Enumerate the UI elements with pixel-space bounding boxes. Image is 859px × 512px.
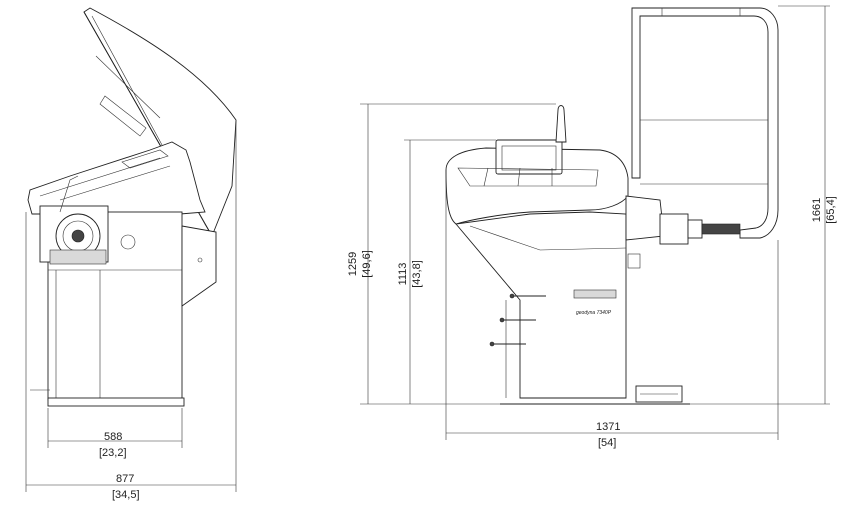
dim-1259-in: [49,6] (361, 250, 373, 278)
dim-588-in: [23,2] (99, 447, 127, 459)
dim-588: 588 (104, 431, 122, 443)
dim-1661-in: [65,4] (825, 196, 837, 224)
dim-877-in: [34,5] (112, 489, 140, 501)
dim-1259: 1259 (347, 252, 359, 276)
brand-plate-text: geodyna 7340P (576, 310, 612, 316)
front-dim-lines (360, 5, 830, 440)
side-dim-lines (25, 120, 237, 492)
front-view: geodyna 7340P (445, 7, 779, 405)
dim-1371: 1371 (596, 421, 620, 433)
side-view (27, 7, 237, 407)
dim-1661: 1661 (811, 198, 823, 222)
dim-1113-in: [43,8] (411, 260, 423, 288)
dim-1371-in: [54] (598, 437, 616, 449)
dim-877: 877 (116, 473, 134, 485)
dim-1113: 1113 (397, 263, 409, 286)
